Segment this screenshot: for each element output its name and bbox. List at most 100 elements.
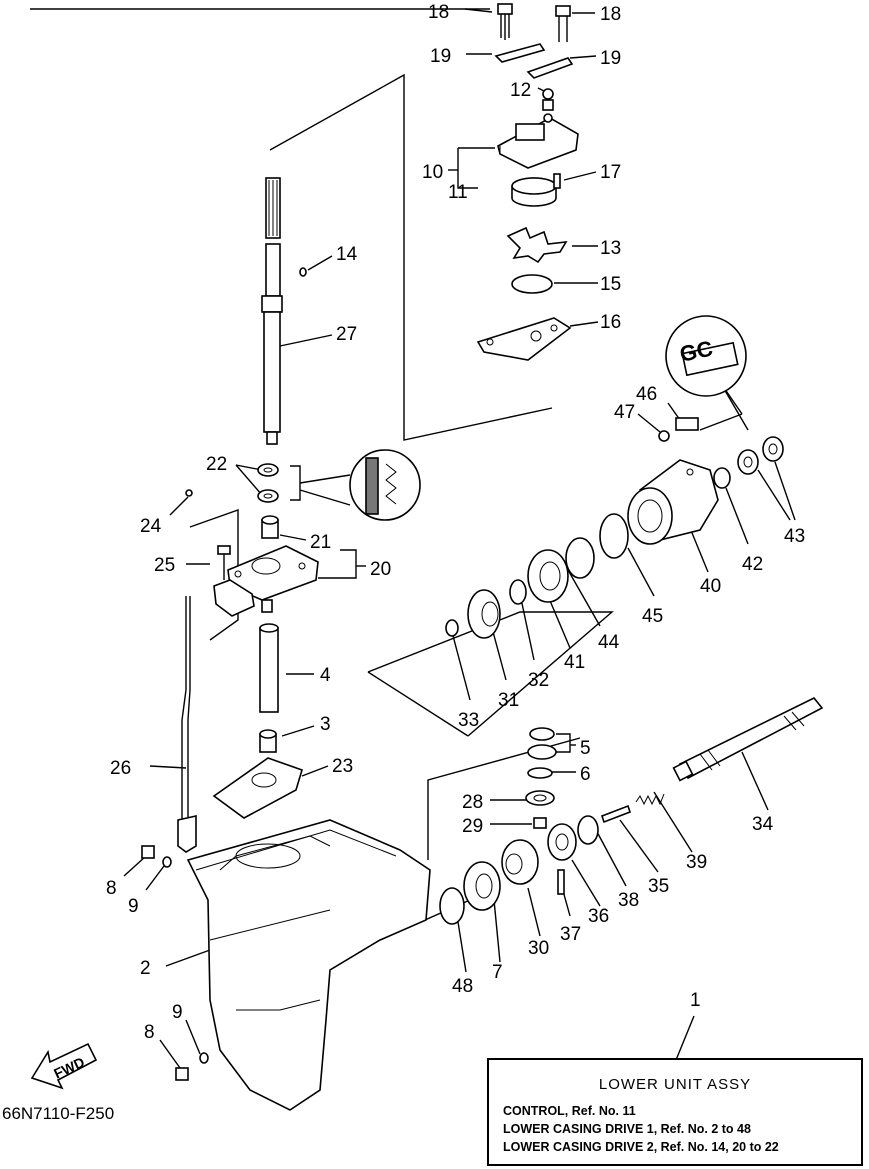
callout-47: 47 [614, 402, 635, 423]
nut-29 [533, 817, 547, 829]
bearing-22-top [257, 463, 279, 477]
bearing-7 [463, 861, 501, 911]
callout-labels: 18 18 19 19 12 10 11 17 13 15 1 6 14 27 4… [106, 2, 805, 1043]
bushing-42 [713, 467, 731, 489]
callout-32: 32 [528, 670, 549, 691]
gc-grease-inset [665, 315, 747, 397]
dog-clutch-36 [547, 823, 577, 861]
callout-37: 37 [560, 924, 581, 945]
dowel-pin-17 [553, 173, 561, 189]
pin-14 [299, 267, 307, 277]
pin-24 [185, 489, 193, 497]
shift-rod-26 [177, 596, 197, 853]
callout-20: 20 [370, 559, 391, 580]
callout-38: 38 [618, 890, 639, 911]
insert-cartridge-11 [511, 177, 557, 207]
seal-43-a [737, 449, 759, 475]
callout-11: 11 [448, 182, 468, 203]
collar-3 [259, 729, 277, 753]
callout-12: 12 [510, 80, 531, 101]
callout-36: 36 [588, 906, 609, 927]
bearing-5 [527, 727, 557, 760]
legend-line: CONTROL, Ref. No. 11 [503, 1104, 636, 1118]
spring-39 [635, 793, 665, 806]
bolt-8-upper [141, 845, 155, 859]
callout-44: 44 [598, 632, 620, 653]
gasket-16 [476, 317, 572, 361]
callout-45: 45 [642, 606, 663, 627]
callout-17: 17 [600, 162, 621, 183]
plate-19-right [526, 57, 574, 79]
plunger-35 [600, 804, 632, 824]
callout-31: 31 [498, 690, 519, 711]
callout-14: 14 [336, 244, 358, 265]
callout-19a: 19 [430, 46, 451, 67]
seal-43-b [762, 436, 784, 462]
bearing-detail-inset [349, 449, 421, 521]
gasket-23 [212, 757, 303, 819]
tube-4 [259, 623, 279, 713]
bolt-46 [675, 417, 699, 431]
o-ring-45 [599, 513, 629, 559]
callout-48: 48 [452, 976, 473, 997]
callout-29: 29 [462, 816, 483, 837]
callout-39: 39 [686, 852, 707, 873]
callout-8b: 8 [144, 1022, 155, 1043]
o-ring-44 [565, 537, 595, 579]
callout-9b: 9 [172, 1002, 183, 1023]
callout-1: 1 [690, 990, 701, 1011]
callout-10: 10 [422, 162, 443, 183]
callout-5: 5 [580, 738, 591, 759]
callout-35: 35 [648, 876, 669, 897]
callout-33: 33 [458, 710, 479, 731]
callout-18a: 18 [428, 2, 449, 23]
propeller-shaft-34 [672, 696, 824, 782]
callout-15: 15 [600, 274, 621, 295]
washer-6 [527, 767, 553, 779]
bolt-18-right [555, 5, 571, 42]
bolt-25 [217, 545, 231, 580]
washer-9-lower [199, 1052, 209, 1064]
callout-4: 4 [320, 665, 331, 686]
callout-19b: 19 [600, 48, 621, 69]
legend-title: LOWER UNIT ASSY [598, 1076, 752, 1093]
callout-46: 46 [636, 384, 657, 405]
housing-20 [227, 545, 319, 613]
callout-23: 23 [332, 756, 353, 777]
callout-28: 28 [462, 792, 483, 813]
washer-47 [658, 430, 670, 442]
callout-13: 13 [600, 238, 621, 259]
washer-33 [445, 619, 459, 637]
part-code: 66N7110-F250 [2, 1104, 115, 1123]
impeller-13 [506, 226, 568, 264]
o-ring-15 [511, 274, 553, 294]
callout-27: 27 [336, 324, 357, 345]
legend-line: LOWER CASING DRIVE 1, Ref. No. 2 to 48 [503, 1122, 751, 1136]
washer-9-upper [162, 856, 172, 868]
bolt-8-lower [175, 1067, 189, 1081]
lower-casing-2 [186, 819, 431, 1111]
callout-42: 42 [742, 554, 763, 575]
legend-line: LOWER CASING DRIVE 2, Ref. No. 14, 20 to… [503, 1140, 779, 1154]
bearing-22-bottom [257, 489, 279, 503]
callout-41: 41 [564, 652, 585, 673]
callout-7: 7 [492, 962, 503, 983]
shift-bracket [213, 579, 255, 617]
pump-housing-10 [497, 88, 579, 169]
pin-37 [557, 869, 565, 895]
gear-30 [501, 839, 539, 885]
shim-32 [509, 579, 527, 605]
callout-43: 43 [784, 526, 805, 547]
callout-6: 6 [580, 764, 591, 785]
callout-24: 24 [140, 516, 162, 537]
parts [30, 3, 824, 1111]
drive-shaft-27 [261, 177, 283, 445]
gear-31 [467, 589, 501, 639]
shim-48 [439, 887, 465, 925]
callout-18b: 18 [600, 4, 621, 25]
callout-40: 40 [700, 576, 721, 597]
collar-21 [261, 515, 279, 539]
pinion-28 [525, 790, 555, 806]
plate-19-left [494, 43, 546, 63]
